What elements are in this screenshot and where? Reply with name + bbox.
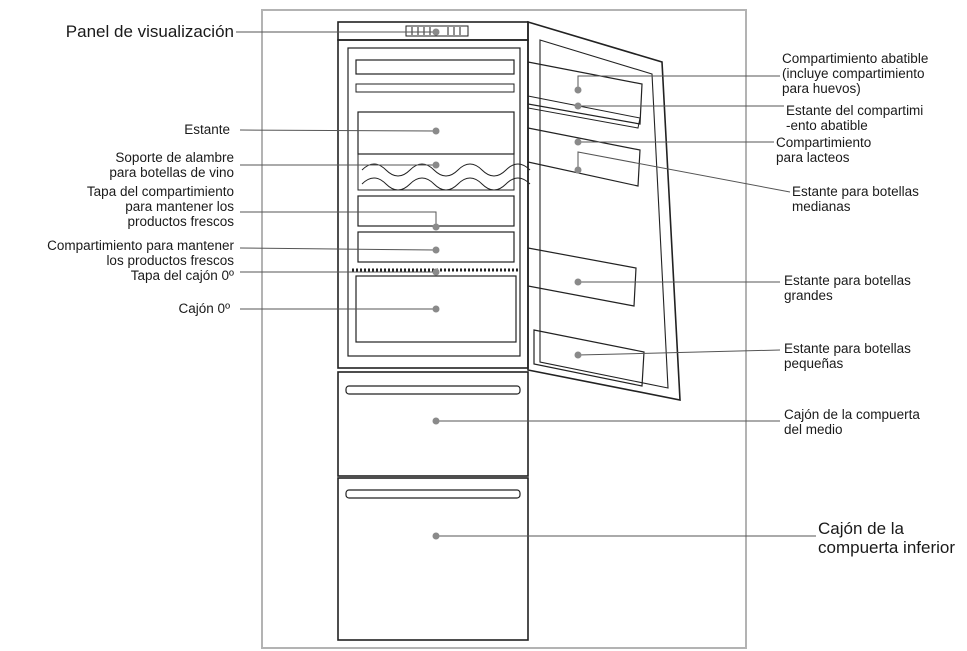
leader-line: [577, 151, 791, 193]
callout-dot: [574, 278, 582, 286]
illustration-frame: [261, 9, 747, 649]
callout-dot: [574, 102, 582, 110]
callout-dots: [432, 28, 582, 540]
label-line: Cajón de la: [818, 519, 905, 538]
label-line: compuerta inferior: [818, 538, 956, 557]
label-inferior: Cajón de la compuerta inferior: [818, 519, 955, 557]
callout-dot: [432, 223, 440, 231]
leader-line: [239, 247, 437, 251]
label-comp-fresco: Compartimiento para mantener los product…: [47, 238, 234, 268]
label-line: para lacteos: [776, 150, 850, 165]
label-line: para botellas de vino: [109, 165, 234, 180]
label-line: Estante del compartimi: [786, 103, 924, 118]
wine-rack: [357, 153, 515, 191]
label-grandes: Estante para botellas grandes: [784, 273, 911, 303]
leader-lines: [236, 31, 816, 537]
label-line: para mantener los: [125, 199, 234, 214]
label-line: productos frescos: [127, 214, 234, 229]
callout-dot: [432, 268, 440, 276]
callout-dot: [432, 532, 440, 540]
label-line: Compartimiento abatible: [782, 51, 929, 66]
label-abatible: Compartimiento abatible (incluye compart…: [782, 51, 928, 96]
label-tapa-fresco: Tapa del compartimiento para mantener lo…: [87, 184, 234, 229]
label-panel: Panel de visualización: [66, 22, 234, 41]
label-line: pequeñas: [784, 356, 844, 371]
callout-dot: [432, 246, 440, 254]
label-line: Compartimiento: [776, 135, 872, 150]
label-estante-abatible: Estante del compartimi -ento abatible: [786, 103, 923, 133]
label-line: grandes: [784, 288, 833, 303]
label-soporte: Soporte de alambre para botellas de vino: [109, 150, 234, 180]
bottom-drawer: [337, 477, 529, 641]
callout-dot: [574, 166, 582, 174]
callout-dot: [432, 28, 440, 36]
label-line: Cajón de la compuerta: [784, 407, 920, 422]
middle-drawer: [337, 371, 529, 477]
label-line: medianas: [792, 199, 851, 214]
label-line: -ento abatible: [786, 118, 868, 133]
label-line: los productos frescos: [106, 253, 234, 268]
callout-dot: [574, 138, 582, 146]
label-line: Compartimiento para mantener: [47, 238, 234, 253]
label-line: Tapa del compartimiento: [86, 184, 234, 199]
open-door: [527, 20, 681, 401]
fridge-body: [337, 21, 531, 641]
leader-line: [577, 75, 780, 90]
label-line: Panel de visualización: [65, 22, 234, 41]
callout-dot: [432, 161, 440, 169]
callout-dot: [574, 86, 582, 94]
label-lacteos: Compartimiento para lacteos: [776, 135, 871, 165]
leader-line: [239, 129, 437, 132]
label-line: Estante: [184, 122, 230, 137]
label-line: Estante para botellas: [784, 273, 911, 288]
label-medio: Cajón de la compuerta del medio: [784, 407, 920, 437]
label-line: (incluye compartimiento: [782, 66, 925, 81]
leader-line: [577, 349, 781, 356]
display-panel: [405, 25, 469, 37]
label-medianas: Estante para botellas medianas: [792, 184, 919, 214]
label-line: Estante para botellas: [792, 184, 919, 199]
leader-line: [240, 211, 437, 227]
label-cajon: Cajón 0º: [179, 301, 230, 316]
label-line: para huevos): [782, 81, 861, 96]
label-line: Tapa del cajón 0º: [130, 268, 234, 283]
label-line: Soporte de alambre: [115, 150, 234, 165]
callout-dot: [432, 417, 440, 425]
label-line: Estante para botellas: [784, 341, 911, 356]
label-line: del medio: [784, 422, 843, 437]
label-line: Cajón 0º: [178, 301, 230, 316]
callout-dot: [574, 351, 582, 359]
callout-dot: [432, 127, 440, 135]
label-estante: Estante: [184, 122, 230, 137]
label-tapa-cajon: Tapa del cajón 0º: [131, 268, 234, 283]
label-pequenas: Estante para botellas pequeñas: [784, 341, 911, 371]
callout-dot: [432, 305, 440, 313]
